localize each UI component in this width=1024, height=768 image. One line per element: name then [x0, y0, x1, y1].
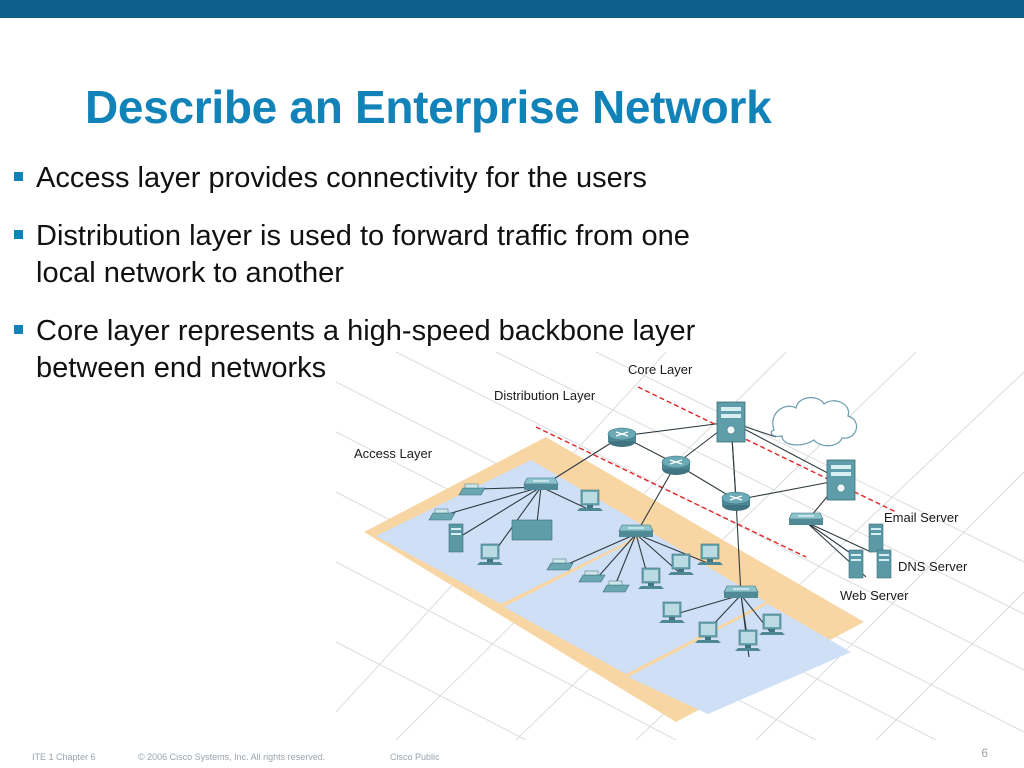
server-icon: [448, 523, 464, 553]
router-icon: [661, 455, 691, 476]
footer-classification: Cisco Public: [390, 752, 440, 762]
bullet-text: Access layer provides connectivity for t…: [36, 162, 647, 194]
bullet-item: Access layer provides connectivity for t…: [14, 160, 834, 197]
core-switch-icon: [826, 459, 856, 501]
network-diagram: Core Layer Distribution Layer Access Lay…: [336, 352, 1024, 740]
top-bar: [0, 0, 1024, 18]
switch-icon: [788, 512, 824, 526]
dns-server-label: DNS Server: [898, 559, 968, 574]
footer-copyright: © 2006 Cisco Systems, Inc. All rights re…: [138, 752, 326, 762]
core-switch-icon: [716, 401, 746, 443]
switch-icon: [723, 585, 759, 599]
switch-icon: [523, 477, 559, 491]
web-server-label: Web Server: [840, 588, 909, 603]
bullet-list: Access layer provides connectivity for t…: [14, 160, 834, 408]
distribution-layer-label: Distribution Layer: [494, 388, 596, 403]
switch-icon: [618, 524, 654, 538]
access-layer-label: Access Layer: [354, 446, 433, 461]
bullet-marker: [14, 230, 23, 239]
bullet-marker: [14, 325, 23, 334]
cloud-icon: [770, 397, 858, 447]
dns-server-icon: [868, 523, 884, 553]
lan-zone: [628, 604, 851, 714]
bullet-text: Distribution layer is used to forward tr…: [36, 220, 690, 289]
email-server-icon: [876, 549, 892, 579]
core-layer-label: Core Layer: [628, 362, 693, 377]
page-number: 6: [981, 746, 988, 760]
bullet-marker: [14, 172, 23, 181]
footer-course: ITE 1 Chapter 6: [32, 752, 96, 762]
router-icon: [721, 491, 751, 512]
bullet-item: Distribution layer is used to forward tr…: [14, 218, 834, 292]
printer-icon: [511, 519, 553, 541]
slide-title: Describe an Enterprise Network: [85, 81, 772, 133]
web-server-icon: [848, 549, 864, 579]
layer-boundary: [535, 426, 807, 558]
email-server-label: Email Server: [884, 510, 959, 525]
router-icon: [607, 427, 637, 448]
bullet-item: Core layer represents a high-speed backb…: [14, 313, 834, 387]
lan-zone: [504, 532, 766, 674]
layer-boundary: [637, 386, 897, 513]
bullet-text: Core layer represents a high-speed backb…: [36, 315, 696, 384]
